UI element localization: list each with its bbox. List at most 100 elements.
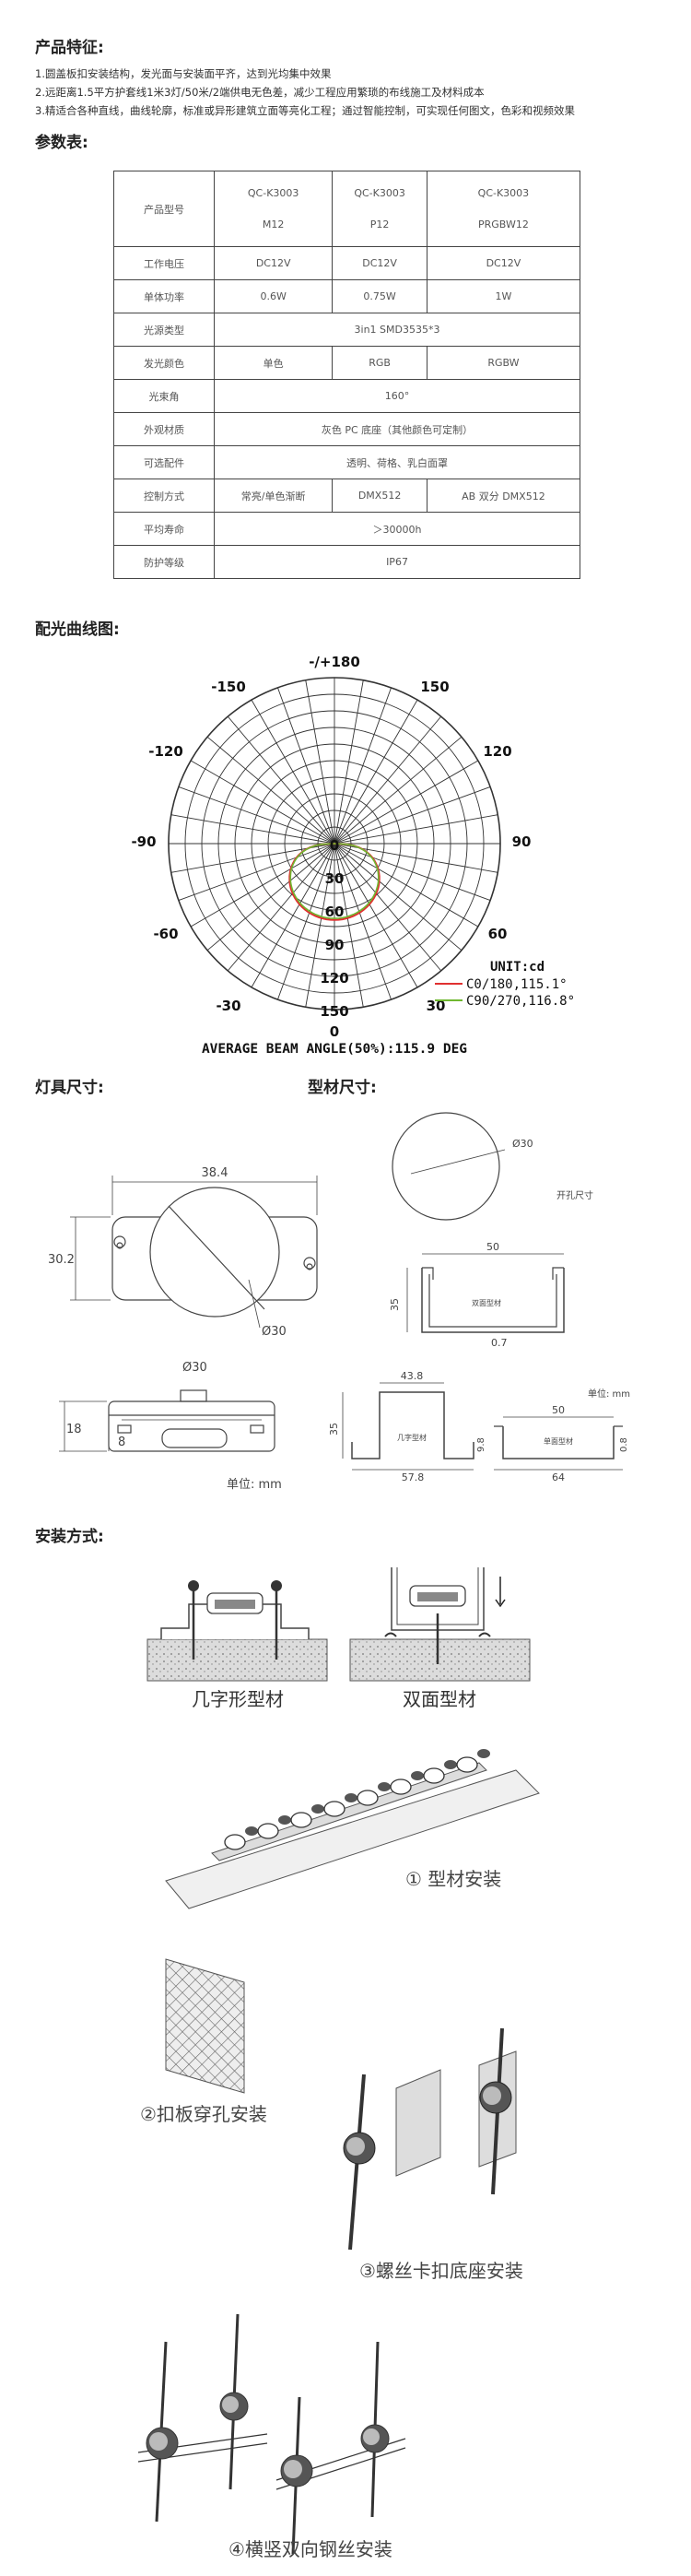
grid-spoke: [334, 843, 479, 928]
features-title: 产品特征:: [35, 39, 104, 57]
profile-dims-title: 型材尺寸:: [308, 1079, 377, 1097]
table-cell: 单色: [213, 346, 334, 380]
table-row: 防护等级 IP67: [113, 545, 580, 579]
fixture-dims-title: 灯具尺寸:: [35, 1079, 104, 1097]
grid-spoke: [251, 699, 335, 845]
rail-fixture: [224, 1834, 246, 1850]
row-label: 光源类型: [113, 313, 215, 347]
profile-hat: [351, 1391, 474, 1459]
dim-30-2: 30.2: [48, 1253, 75, 1267]
rail-fixture-back: [444, 1760, 457, 1769]
row-label: 平均寿命: [113, 512, 215, 546]
curve-c90: [289, 843, 380, 919]
grid-spoke: [206, 843, 335, 951]
rail-fixture-back: [278, 1815, 291, 1825]
angle-label: -30: [216, 998, 240, 1014]
table-row: 单体功率 0.6W 0.75W 1W: [113, 279, 581, 313]
fixture-side-outline: [108, 1400, 275, 1452]
dim-57-8: 57.8: [402, 1471, 425, 1483]
dim-35: 35: [389, 1298, 401, 1311]
dim-64: 64: [552, 1471, 565, 1483]
row-label: 防护等级: [113, 545, 215, 579]
profile-name-single: 单面型材: [544, 1436, 573, 1446]
row-label: 发光颜色: [113, 346, 215, 380]
mount-hole: [113, 1235, 126, 1248]
fixture-top-circle: [149, 1187, 280, 1318]
table-cell: RGB: [332, 346, 427, 380]
table-cell: RGBW: [426, 346, 581, 380]
row-label: 可选配件: [113, 445, 215, 479]
dim-8: 8: [118, 1436, 125, 1449]
grid-spoke: [305, 843, 335, 1008]
caption-double: 双面型材: [403, 1688, 476, 1710]
grid-spoke: [178, 843, 335, 901]
row-label: 单体功率: [113, 279, 215, 313]
table-cell: 0.75W: [332, 279, 427, 313]
profile-single: [502, 1426, 615, 1459]
table-cell: 常亮/单色渐断: [213, 479, 334, 513]
rail-fixture: [357, 1790, 379, 1806]
grid-spoke: [334, 843, 463, 951]
legend-c0: C0/180,115.1°: [466, 977, 568, 992]
model-cell: QC-K3003: [477, 186, 530, 199]
grid-spoke: [305, 679, 335, 845]
table-row: 发光颜色 单色 RGB RGBW: [113, 346, 581, 380]
grid-spoke: [190, 843, 335, 928]
caption-hat: 几字形型材: [192, 1688, 284, 1710]
unit-label: UNIT:cd: [490, 960, 545, 975]
radial-label: 120: [320, 970, 348, 987]
grid-spoke: [277, 843, 335, 1000]
table-cell: DC12V: [332, 246, 427, 280]
hole-dim: Ø30: [512, 1138, 533, 1150]
rail-fixture: [456, 1756, 478, 1773]
install-screw-base: [343, 2027, 517, 2251]
dim-18: 18: [66, 1423, 82, 1436]
grid-spoke: [334, 843, 442, 972]
angle-label: 150: [420, 679, 449, 695]
angle-label: 60: [488, 926, 508, 942]
model-cell: QC-K3003: [247, 186, 299, 199]
install-illustrations: 几字形型材 双面型材 ① 型材安装 ②扣板穿孔安装 ③螺丝卡扣底座安装: [137, 1567, 540, 2560]
profile-name-hat: 几字型材: [397, 1433, 427, 1442]
angle-label: 0: [330, 1023, 339, 1040]
rail-fixture: [257, 1823, 279, 1839]
mount-hole: [303, 1257, 316, 1270]
row-label: 控制方式: [113, 479, 215, 513]
polar-grid: [168, 677, 501, 1010]
grid-spoke: [334, 679, 364, 845]
feature-line: 1.圆盖板扣安装结构，发光面与安装面平齐，达到光均集中效果: [35, 67, 332, 80]
params-title: 参数表:: [35, 134, 88, 152]
table-cell: IP67: [214, 545, 580, 579]
feature-line: 3.精适合各种直线，曲线轮廓，标准或异形建筑立面等亮化工程；通过智能控制，可实现…: [35, 104, 575, 117]
unit-label-1: 单位: mm: [227, 1478, 282, 1492]
caption-steel-wire: ④横竖双向钢丝安装: [228, 2538, 392, 2560]
angle-label: 30: [427, 998, 446, 1014]
grid-spoke: [334, 687, 392, 845]
dim-50b: 50: [552, 1404, 565, 1416]
rail-fixture: [390, 1778, 412, 1795]
dim-30b: Ø30: [182, 1361, 207, 1375]
table-row: 工作电压 DC12V DC12V DC12V: [113, 246, 581, 280]
grid-spoke: [227, 843, 335, 972]
grid-spoke: [190, 760, 335, 845]
table-cell: 透明、荷格、乳白面罩: [214, 445, 580, 479]
dim-50: 50: [486, 1241, 499, 1253]
beam-angle-footer: AVERAGE BEAM ANGLE(50%):115.9 DEG: [202, 1042, 467, 1057]
table-row: 光束角 160°: [113, 379, 580, 413]
profile-name-double: 双面型材: [472, 1298, 501, 1307]
row-label: 外观材质: [113, 412, 215, 446]
dimension-drawings: 38.4 30.2 Ø30 Ø30 18 8 单位: mm Ø30 开孔尺寸 5…: [48, 1112, 630, 1492]
install-perforated-panel: [165, 1958, 245, 2094]
install-hat-profile: [146, 1580, 328, 1682]
table-row: 外观材质 灰色 PC 底座（其他颜色可定制）: [113, 412, 580, 446]
dim-9-8: 9.8: [476, 1437, 486, 1452]
dim-43-8: 43.8: [401, 1370, 424, 1382]
rail-fixture-back: [345, 1793, 357, 1802]
angle-label: -120: [148, 743, 183, 760]
table-cell: 160°: [214, 379, 580, 413]
install-steel-wire: [137, 2313, 406, 2555]
hole-label: 开孔尺寸: [556, 1189, 593, 1201]
grid-spoke: [227, 715, 335, 845]
grid-spoke: [334, 736, 463, 845]
caption-panel: ②扣板穿孔安装: [140, 2103, 267, 2125]
